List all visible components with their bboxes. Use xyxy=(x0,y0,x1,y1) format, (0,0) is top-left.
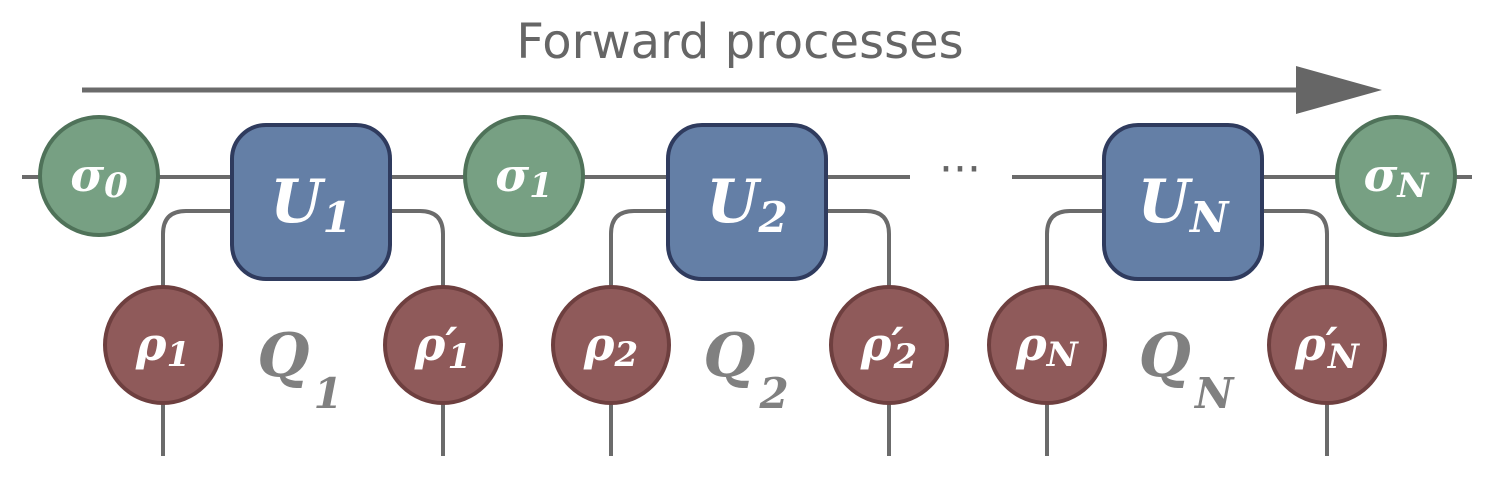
svg-text:ρ′N: ρ′N xyxy=(1294,317,1361,377)
svg-text:UN: UN xyxy=(1138,167,1230,242)
rho-prime-subscript: 2 xyxy=(893,337,918,377)
sigma-symbol: σ xyxy=(495,148,529,202)
gate-symbol: U xyxy=(270,167,326,237)
channel-subscript: N xyxy=(1193,369,1235,418)
svg-text:ρ′2: ρ′2 xyxy=(860,317,917,377)
rho-prime-node-n: ρ′N xyxy=(1267,285,1387,405)
sigma-symbol: σ xyxy=(1364,148,1398,202)
gate-u-n: UN xyxy=(1102,123,1264,281)
sigma-subscript: N xyxy=(1396,166,1430,206)
svg-text:U1: U1 xyxy=(270,167,352,242)
gate-subscript: N xyxy=(1188,193,1230,242)
ellipsis-dots: ··· xyxy=(939,144,981,195)
sigma-node-0: σ0 xyxy=(38,115,160,237)
channel-symbol: Q xyxy=(257,321,309,391)
diagram-title: Forward processes xyxy=(516,14,963,70)
gate-symbol: U xyxy=(706,167,762,237)
channel-symbol: Q xyxy=(1139,321,1191,391)
svg-text:σN: σN xyxy=(1364,148,1431,206)
unit-1-wires xyxy=(161,209,445,456)
rho-prime-symbol: ρ′ xyxy=(1294,317,1338,371)
svg-text:ρ2: ρ2 xyxy=(583,317,638,375)
channel-subscript: 2 xyxy=(759,369,789,418)
gate-subscript: 2 xyxy=(758,193,788,242)
gate-symbol: U xyxy=(1138,167,1194,237)
svg-text:ρ1: ρ1 xyxy=(135,317,190,375)
svg-text:σ0: σ0 xyxy=(70,148,128,206)
channel-label-q-2: Q2 xyxy=(703,321,789,418)
rho-subscript: 2 xyxy=(613,335,638,375)
rho-node-n: ρN xyxy=(987,285,1107,405)
rho-symbol: ρ xyxy=(583,317,615,371)
svg-text:U2: U2 xyxy=(706,167,788,242)
rho-node-1: ρ1 xyxy=(103,285,223,405)
gate-u-2: U2 xyxy=(666,123,828,281)
gate-subscript: 1 xyxy=(323,193,352,242)
sigma-symbol: σ xyxy=(70,148,104,202)
sigma-subscript: 0 xyxy=(104,166,128,206)
rho-node-2: ρ2 xyxy=(551,285,671,405)
rho-symbol: ρ xyxy=(135,317,167,371)
sigma-node-n: σN xyxy=(1335,115,1457,237)
rho-symbol: ρ xyxy=(1015,317,1047,371)
rho-prime-node-1: ρ′1 xyxy=(383,285,503,405)
rho-subscript: 1 xyxy=(166,335,190,375)
svg-text:ρ′1: ρ′1 xyxy=(414,317,471,377)
unit-n-wires xyxy=(1045,209,1329,456)
channel-label-q-n: QN xyxy=(1139,321,1235,418)
channel-label-q-1: Q1 xyxy=(257,321,343,418)
rho-subscript: N xyxy=(1046,335,1080,375)
unit-2-wires xyxy=(609,209,891,456)
rho-prime-node-2: ρ′2 xyxy=(829,285,949,405)
sigma-subscript: 1 xyxy=(529,166,553,206)
svg-text:σ1: σ1 xyxy=(495,148,553,206)
channel-symbol: Q xyxy=(703,321,755,391)
gate-u-1: U1 xyxy=(230,123,392,281)
sigma-node-1: σ1 xyxy=(463,115,585,237)
channel-subscript: 1 xyxy=(314,369,343,418)
svg-text:ρN: ρN xyxy=(1015,317,1080,375)
rho-prime-subscript: N xyxy=(1327,337,1361,377)
rho-prime-subscript: 1 xyxy=(448,337,472,377)
forward-arrow xyxy=(82,66,1382,114)
rho-prime-symbol: ρ′ xyxy=(414,317,458,371)
rho-prime-symbol: ρ′ xyxy=(860,317,904,371)
